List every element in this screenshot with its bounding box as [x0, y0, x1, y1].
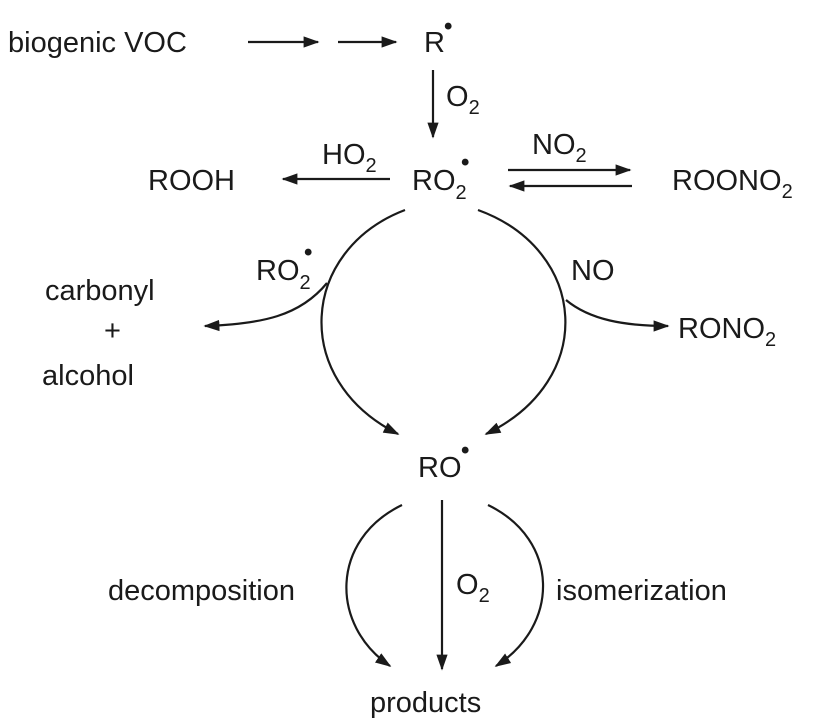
pathway-decomposition: decomposition: [108, 575, 295, 607]
reagent-ro2-radical-branch: RO2: [256, 255, 311, 294]
arc-isomerization: [487, 504, 545, 667]
species-ro-radical: RO: [418, 452, 462, 484]
pathway-isomerization: isomerization: [556, 575, 727, 607]
arrow-to-rono2: [565, 299, 670, 332]
radical-dot-r: •: [444, 13, 452, 40]
radical-dot-ro2-center: •: [461, 149, 469, 176]
reagent-no2: NO2: [532, 129, 587, 167]
species-roono2: ROONO2: [672, 165, 793, 203]
reagent-ho2: HO2: [322, 139, 377, 177]
species-alcohol: alcohol: [42, 360, 134, 392]
radical-dot-ro: •: [461, 437, 469, 464]
species-rooh: ROOH: [148, 165, 235, 197]
species-carbonyl: carbonyl: [45, 275, 155, 307]
radical-dot-ro2-branch: •: [304, 239, 312, 266]
arc-ro2-self-to-ro: [320, 208, 406, 435]
arc-ro2-no-to-ro: [477, 208, 567, 435]
arc-decomposition: [345, 504, 403, 667]
species-r-radical: R: [424, 27, 445, 59]
species-products: products: [370, 687, 481, 719]
species-biogenic-voc: biogenic VOC: [8, 27, 187, 59]
reagent-no: NO: [571, 255, 615, 287]
reagent-o2-lower: O2: [456, 569, 490, 607]
arrow-to-carbonyl-alcohol: [203, 282, 328, 332]
reagent-o2-addition: O2: [446, 81, 480, 119]
species-ro2-radical-center: RO2: [412, 165, 467, 204]
plus-sign: +: [104, 315, 121, 347]
species-rono2: RONO2: [678, 313, 776, 351]
